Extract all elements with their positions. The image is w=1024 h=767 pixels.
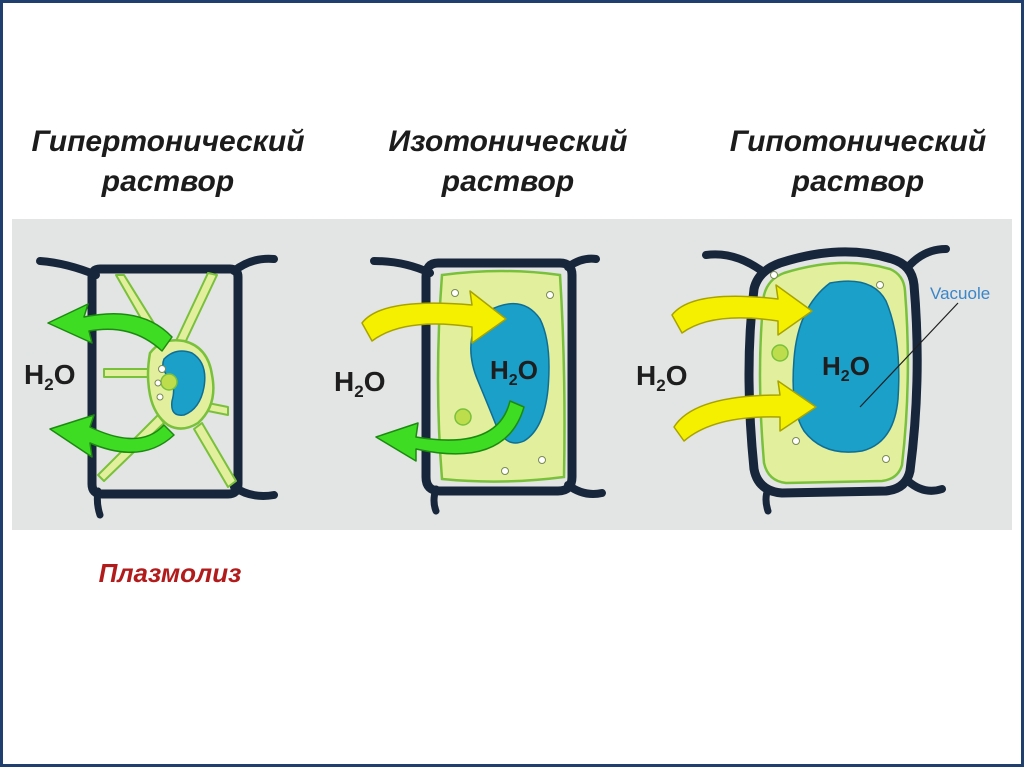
nucleus-hypertonic — [160, 373, 178, 391]
cell-hypertonic: H2O — [24, 254, 278, 519]
cell-wall-extension — [370, 257, 434, 277]
heading-hypertonic: Гипертонический раствор — [10, 122, 326, 202]
heading-isotonic-line2: раствор — [441, 165, 575, 198]
cell-wall-extension — [564, 481, 606, 498]
water-label-hypertonic: H2O — [24, 359, 75, 394]
heading-hypertonic-line2: раствор — [101, 165, 235, 198]
heading-hypotonic-line1: Гипотонический — [729, 125, 987, 158]
water-label-hypotonic-outside: H2O — [636, 360, 687, 395]
heading-isotonic: Изотонический раствор — [350, 122, 666, 202]
cell-wall-extension — [904, 477, 946, 495]
organelle — [156, 393, 164, 401]
heading-isotonic-line1: Изотонический — [388, 125, 628, 158]
organelle — [501, 467, 509, 475]
water-label-isotonic-inside: H2O — [490, 355, 538, 389]
heading-hypotonic-line2: раствор — [791, 165, 925, 198]
organelle — [876, 281, 884, 289]
water-in-arrow — [673, 380, 817, 442]
water-label-isotonic-outside: H2O — [334, 366, 385, 401]
cell-hypotonic: Vacuole H2O H2O — [636, 245, 990, 515]
organelle — [770, 271, 778, 279]
nucleus-hypotonic — [771, 344, 789, 362]
water-in-arrow — [671, 284, 813, 336]
water-out-arrow — [375, 400, 525, 462]
cell-wall-extension — [93, 487, 104, 519]
organelle — [882, 455, 890, 463]
cell-wall-extension — [430, 485, 440, 515]
cell-wall-extension — [762, 485, 772, 515]
nucleus-isotonic — [454, 408, 472, 426]
cell-wall-extension — [702, 250, 766, 275]
cell-wall-extension — [230, 483, 278, 500]
cell-wall-extension — [564, 254, 600, 271]
vacuole-label: Vacuole — [930, 284, 990, 303]
cells-diagram: H2O H2O H2O — [24, 245, 990, 519]
heading-hypertonic-line1: Гипертонический — [31, 125, 305, 158]
heading-hypotonic: Гипотонический раствор — [700, 122, 1016, 202]
vacuole-hypotonic — [792, 280, 900, 453]
caption-plasmolysis: Плазмолиз — [98, 558, 242, 588]
organelle — [451, 289, 459, 297]
organelle — [538, 456, 546, 464]
organelle — [154, 379, 162, 387]
cell-wall-extension — [36, 257, 100, 279]
organelle — [546, 291, 554, 299]
water-out-arrow — [49, 414, 175, 458]
organelle — [158, 365, 166, 373]
vacuole-pointer-line — [859, 302, 959, 408]
cell-wall-extension — [904, 245, 950, 271]
cell-isotonic: H2O H2O — [334, 254, 606, 515]
water-out-arrow — [47, 303, 173, 352]
water-in-arrow — [361, 290, 507, 344]
water-label-hypotonic-inside: H2O — [822, 351, 870, 385]
organelle — [792, 437, 800, 445]
cell-wall-extension — [230, 254, 278, 275]
